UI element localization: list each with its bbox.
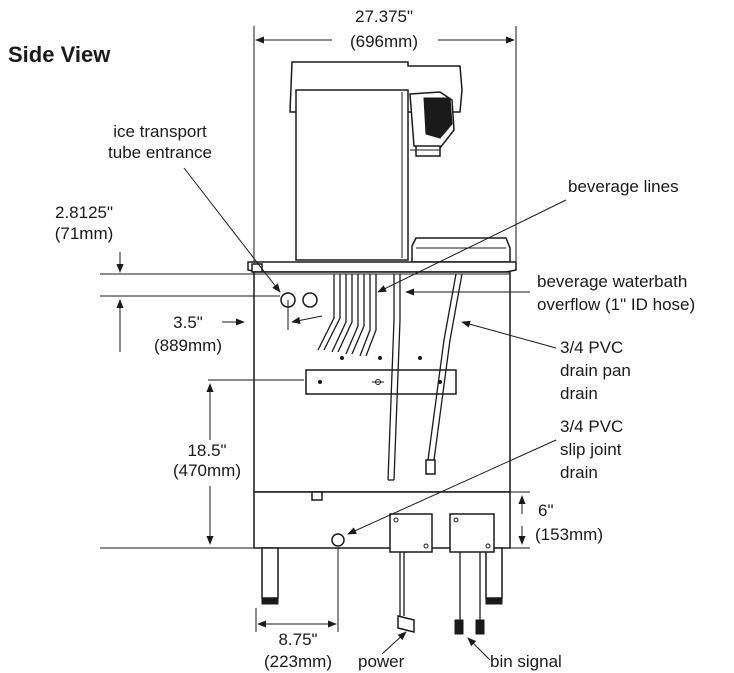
beverage-lines-label: beverage lines [568,177,679,196]
ice-port-2 [302,292,318,308]
bin-signal-label: bin signal [490,652,562,671]
callout-bin-signal: bin signal [467,637,562,671]
beverage-line-bundle [317,274,377,357]
drain-pan-line2: drain pan [560,361,631,380]
ice-transport-line1: ice transport [113,122,207,141]
slip-joint-line1: 3/4 PVC [560,417,623,436]
top-offset-mm: (71mm) [55,224,114,243]
mount-bracket [305,369,457,395]
base-in: 6" [538,501,554,520]
power-label: power [358,652,405,671]
height-in: 18.5" [187,441,226,460]
callout-slip-joint: 3/4 PVC slip joint drain [347,417,623,535]
drain-offset-in: 8.75" [278,630,317,649]
callout-beverage-lines: beverage lines [377,177,679,293]
height-dimension: 18.5" (470mm) [100,379,304,549]
dispenser-drawing [247,61,517,635]
callout-ice-transport: ice transport tube entrance [108,122,281,293]
width-dimension: 27.375" (696mm) [253,7,517,262]
slip-joint-line2: slip joint [560,440,622,459]
slip-joint-line3: drain [560,463,598,482]
callout-drain-pan: 3/4 PVC drain pan drain [461,320,631,403]
drain-tube-1 [387,274,401,481]
counter-plate [247,261,517,273]
drain-pan-line3: drain [560,384,598,403]
nozzle-tip [415,145,441,157]
slip-joint-fitting [331,533,345,547]
waterbath-lid [411,237,511,263]
callout-power: power [358,631,407,671]
ice-transport-line2: tube entrance [108,143,212,162]
height-mm: (470mm) [173,461,241,480]
inlet-offset-mm: (889mm) [154,336,222,355]
top-offset-in: 2.8125" [55,203,113,222]
bin-signal-box [449,513,495,635]
base-dimension: 6" (153mm) [510,491,603,549]
callout-waterbath: beverage waterbath overflow (1" ID hose) [405,272,695,314]
drain-offset-mm: (223mm) [264,652,332,671]
waterbath-line1: beverage waterbath [537,272,687,291]
waterbath-line2: overflow (1" ID hose) [537,295,695,314]
base-mm: (153mm) [535,525,603,544]
power-box [389,513,433,633]
top-offset-dimension: 2.8125" (71mm) [55,203,510,352]
inlet-offset-dimension: 3.5" (889mm) [154,300,323,355]
width-label-mm: (696mm) [350,32,418,51]
drain-tube-2 [425,273,463,475]
leg-right [485,547,503,605]
width-label-in: 27.375" [355,7,413,26]
drain-pan-line1: 3/4 PVC [560,338,623,357]
leg-left [261,547,279,605]
inlet-offset-in: 3.5" [173,313,203,332]
dispenser-tower [295,89,409,261]
page-title: Side View [8,42,111,67]
drain-offset-dimension: 8.75" (223mm) [255,548,339,671]
